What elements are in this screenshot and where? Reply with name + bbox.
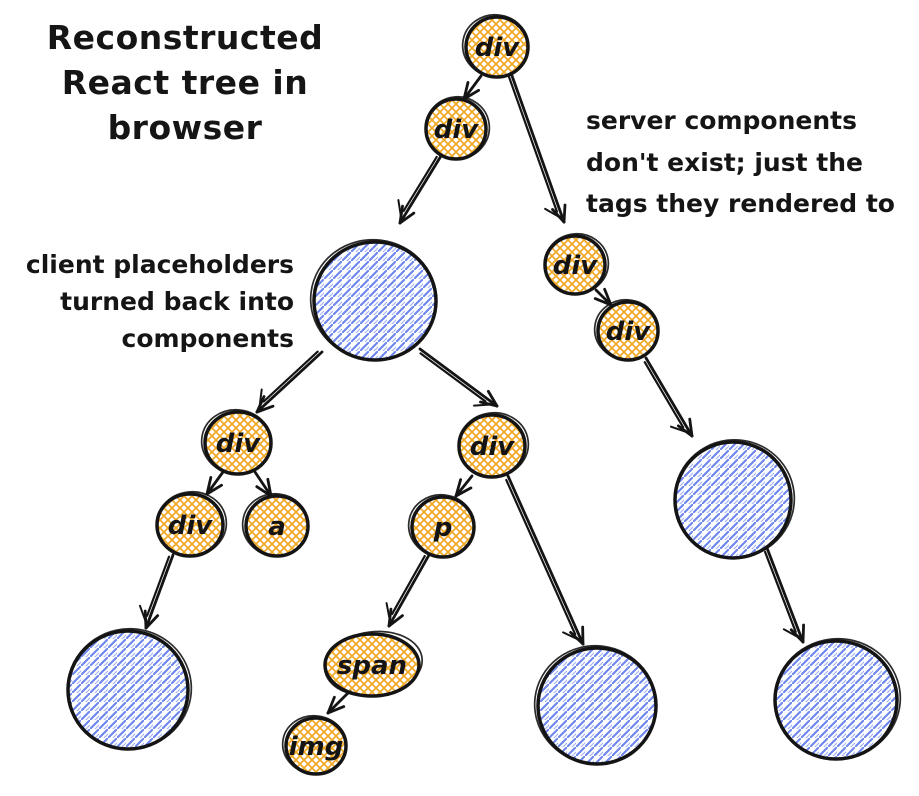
element-node-root-div: div xyxy=(461,13,530,79)
element-node-span-1: span xyxy=(323,630,424,698)
client-component-node-client-2 xyxy=(673,438,796,560)
element-node-p-1: p xyxy=(407,493,476,559)
edge-div-7-to-client-4 xyxy=(505,474,585,646)
edge-div-4-to-client-2 xyxy=(643,356,694,438)
edge-root-div-to-div-3 xyxy=(507,71,567,224)
edge-root-div-to-div-2 xyxy=(462,74,483,101)
element-node-div-5: div xyxy=(200,408,273,476)
client-component-node-client-3 xyxy=(66,627,193,751)
element-node-div-6: div xyxy=(155,490,228,558)
node-label: div xyxy=(168,511,214,541)
diagram-title: Reconstructed React tree in browser xyxy=(46,18,324,147)
element-node-img-1: img xyxy=(281,714,348,776)
client-placeholders-note: client placeholders turned back into com… xyxy=(25,250,294,353)
edge-span-1-to-img-1 xyxy=(326,689,352,715)
node-label: div xyxy=(470,432,516,462)
client-component-node-client-1 xyxy=(309,238,438,362)
edge-div-6-to-client-3 xyxy=(138,553,175,630)
node-label: img xyxy=(289,732,344,762)
node-label: div xyxy=(475,33,521,63)
client-component-node-client-5 xyxy=(773,637,902,761)
element-node-div-2: div xyxy=(424,95,491,161)
node-label: p xyxy=(433,513,453,543)
edge-div-7-to-p-1 xyxy=(454,474,474,498)
node-label: div xyxy=(216,429,262,459)
node-label: a xyxy=(268,512,286,542)
node-label: div xyxy=(434,115,480,145)
edge-div-2-to-client-1 xyxy=(397,154,443,225)
element-node-a-1: a xyxy=(241,492,310,558)
nodes-layer: div div div div div div a div p span img xyxy=(66,13,902,776)
edge-div-3-to-div-4 xyxy=(593,287,613,307)
edge-client-1-to-div-7 xyxy=(418,347,499,408)
edge-client-1-to-div-5 xyxy=(255,350,324,414)
node-label: span xyxy=(337,651,407,681)
edge-client-2-to-client-5 xyxy=(763,546,805,644)
element-node-div-7: div xyxy=(457,411,530,479)
edges-layer xyxy=(138,71,805,715)
edge-div-5-to-div-6 xyxy=(205,470,225,496)
node-label: div xyxy=(553,251,599,281)
element-node-div-3: div xyxy=(543,232,610,296)
server-components-note: server components don't exist; just the … xyxy=(586,106,895,218)
edge-div-5-to-a-1 xyxy=(253,470,273,498)
node-label: div xyxy=(606,317,652,347)
element-node-div-4: div xyxy=(593,298,660,362)
client-component-node-client-4 xyxy=(533,644,658,766)
edge-p-1-to-span-1 xyxy=(385,553,431,628)
